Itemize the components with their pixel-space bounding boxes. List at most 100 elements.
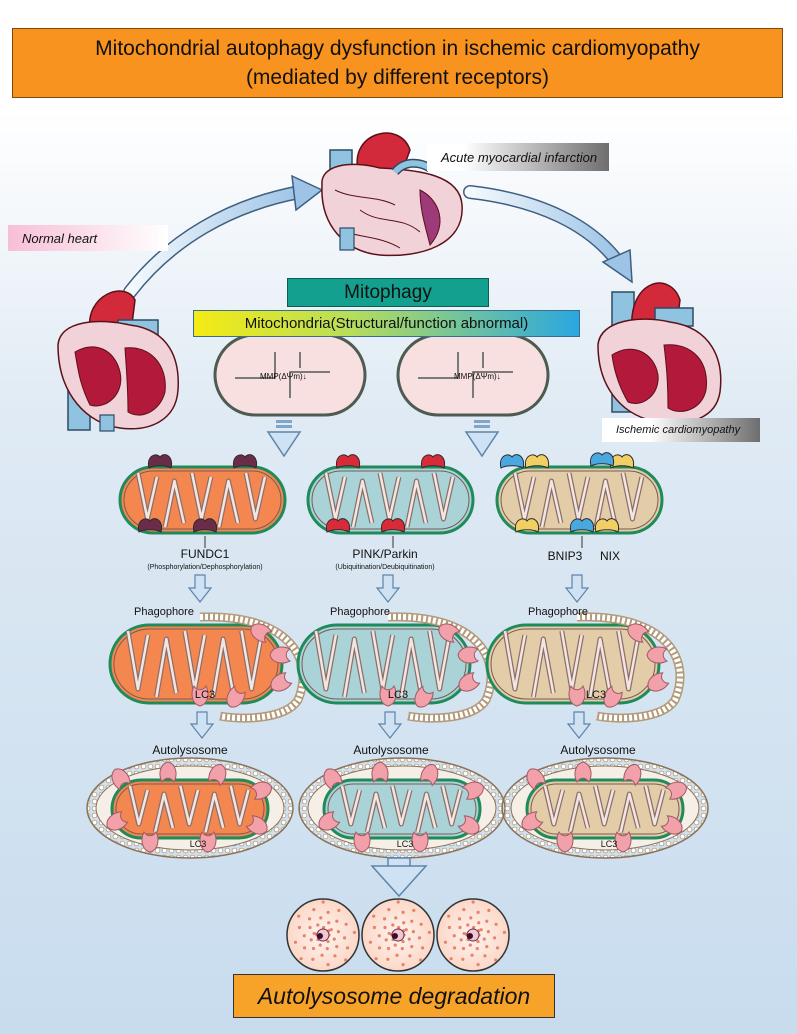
arrow-down-left — [266, 420, 302, 458]
lc3-protein-icon — [627, 623, 650, 643]
phagophore-label-3: Phagophore — [528, 606, 588, 618]
lc3-protein-icon — [646, 646, 669, 664]
autolysosome-2 — [298, 757, 506, 859]
lc3-protein-icon — [159, 761, 177, 784]
lc3-label-1: LC3 — [194, 689, 216, 701]
lc3-protein-icon — [664, 781, 687, 800]
receptor-mitochondrion-3 — [495, 452, 664, 603]
lc3-protein-icon — [438, 623, 461, 643]
lc3-label-6: LC3 — [600, 839, 618, 849]
heart-ischemic-icon — [597, 282, 722, 424]
arrow-ami-to-ischemic — [463, 185, 633, 284]
heart-normal-icon — [57, 290, 179, 432]
phagophore-mitochondrion-1 — [108, 612, 308, 739]
lc3-protein-icon — [420, 764, 439, 787]
lc3-protein-icon — [379, 684, 397, 707]
lc3-protein-icon — [660, 815, 683, 835]
degraded-lysosome-3 — [436, 898, 510, 972]
lc3-protein-icon — [526, 768, 546, 791]
lc3-protein-icon — [318, 811, 341, 831]
autolysosome-label-2: Autolysosome — [353, 743, 429, 757]
arrow-normal-to-ami — [123, 174, 324, 299]
autolysosome-degradation-box: Autolysosome degradation — [233, 974, 555, 1018]
bnip3-receptor-icon — [499, 454, 525, 469]
lc3-protein-icon — [574, 761, 592, 784]
mmp-label-left: MMP(ΔΨm)↓ — [260, 372, 307, 381]
mitophagy-header: Mitophagy — [287, 278, 489, 307]
label-acute-mi: Acute myocardial infarction — [427, 143, 609, 171]
phagophore-label-2: Phagophore — [330, 606, 390, 618]
lc3-label-5: LC3 — [396, 839, 414, 849]
lc3-protein-icon — [250, 623, 273, 643]
bnip3-receptor-icon — [589, 452, 615, 467]
lc3-protein-icon — [458, 672, 481, 692]
lc3-protein-icon — [371, 761, 389, 784]
lc3-protein-icon — [556, 830, 574, 853]
title-line-1: Mitochondrial autophagy dysfunction in i… — [95, 37, 700, 60]
diagram-title: Mitochondrial autophagy dysfunction in i… — [12, 28, 783, 98]
receptor-label-pink-parkin: PINK/Parkin — [352, 547, 418, 561]
lc3-protein-icon — [461, 781, 484, 800]
lc3-protein-icon — [106, 811, 129, 831]
fundc1-receptor-icon — [137, 518, 163, 533]
lc3-protein-icon — [457, 646, 480, 664]
lc3-protein-icon — [245, 815, 268, 835]
lc3-protein-icon — [623, 764, 642, 787]
lc3-protein-icon — [269, 646, 292, 664]
lc3-protein-icon — [141, 830, 159, 853]
lc3-protein-icon — [111, 768, 131, 791]
phagophore-label-1: Phagophore — [134, 606, 194, 618]
parkin-receptor-icon — [380, 518, 406, 533]
bnip3-nix-receptor-icon — [514, 518, 540, 533]
parkin-receptor-icon — [420, 454, 446, 469]
parkin-receptor-icon — [335, 454, 361, 469]
autolysosome-label-3: Autolysosome — [560, 743, 636, 757]
lc3-protein-icon — [249, 781, 272, 800]
lc3-protein-icon — [521, 811, 544, 831]
lc3-protein-icon — [226, 685, 246, 708]
lc3-protein-icon — [191, 684, 209, 707]
autolysosome-3 — [501, 757, 709, 859]
parkin-receptor-icon — [325, 518, 351, 533]
lc3-protein-icon — [270, 672, 293, 692]
lc3-protein-icon — [614, 830, 632, 853]
receptor-label-nix: NIX — [599, 549, 620, 563]
fundc1-receptor-icon — [192, 518, 218, 533]
lc3-protein-icon — [457, 815, 480, 835]
lc3-label-3: LC3 — [585, 689, 607, 701]
lc3-protein-icon — [603, 685, 623, 708]
receptor-label-bnip3: BNIP3 — [547, 549, 583, 563]
arrow-to-degradation — [370, 857, 428, 898]
degraded-lysosome-1 — [286, 898, 360, 972]
autolysosome-label-1: Autolysosome — [152, 743, 228, 757]
fundc1-receptor-icon — [232, 454, 258, 469]
lc3-label-4: LC3 — [189, 839, 207, 849]
mmp-label-right: MMP(ΔΨm)↓ — [454, 372, 501, 381]
phagophore-mitochondrion-3 — [485, 612, 685, 739]
lc3-protein-icon — [199, 830, 217, 853]
lc3-protein-icon — [323, 768, 343, 791]
lc3-protein-icon — [208, 764, 227, 787]
receptor-label-fundc1: FUNDC1 — [180, 547, 230, 561]
nix-receptor-icon — [594, 518, 620, 533]
bnip3-nix-receptor-icon — [569, 518, 595, 533]
lc3-protein-icon — [411, 830, 429, 853]
label-normal-heart: Normal heart — [8, 225, 168, 251]
receptor-detail-fundc1: (Phosphorylation/Dephosphorylation) — [147, 564, 263, 571]
receptor-mitochondrion-2 — [306, 454, 475, 603]
fundc1-receptor-icon — [147, 454, 173, 469]
lc3-protein-icon — [414, 685, 434, 708]
bnip3-nix-receptor-icon — [609, 454, 635, 469]
arrow-down-right — [464, 420, 500, 458]
receptor-mitochondrion-1 — [118, 454, 287, 603]
lc3-protein-icon — [568, 684, 586, 707]
label-ischemic-cm: Ischemic cardiomyopathy — [602, 418, 760, 442]
lc3-label-2: LC3 — [387, 689, 409, 701]
heart-ami-icon — [321, 132, 463, 257]
title-line-2: (mediated by different receptors) — [245, 66, 550, 89]
degraded-lysosome-2 — [361, 898, 435, 972]
autolysosome-1 — [86, 757, 294, 859]
receptor-detail-pink-parkin: (Ubiquitination/Deubiquitination) — [335, 564, 435, 571]
phagophore-mitochondrion-2 — [296, 612, 496, 739]
